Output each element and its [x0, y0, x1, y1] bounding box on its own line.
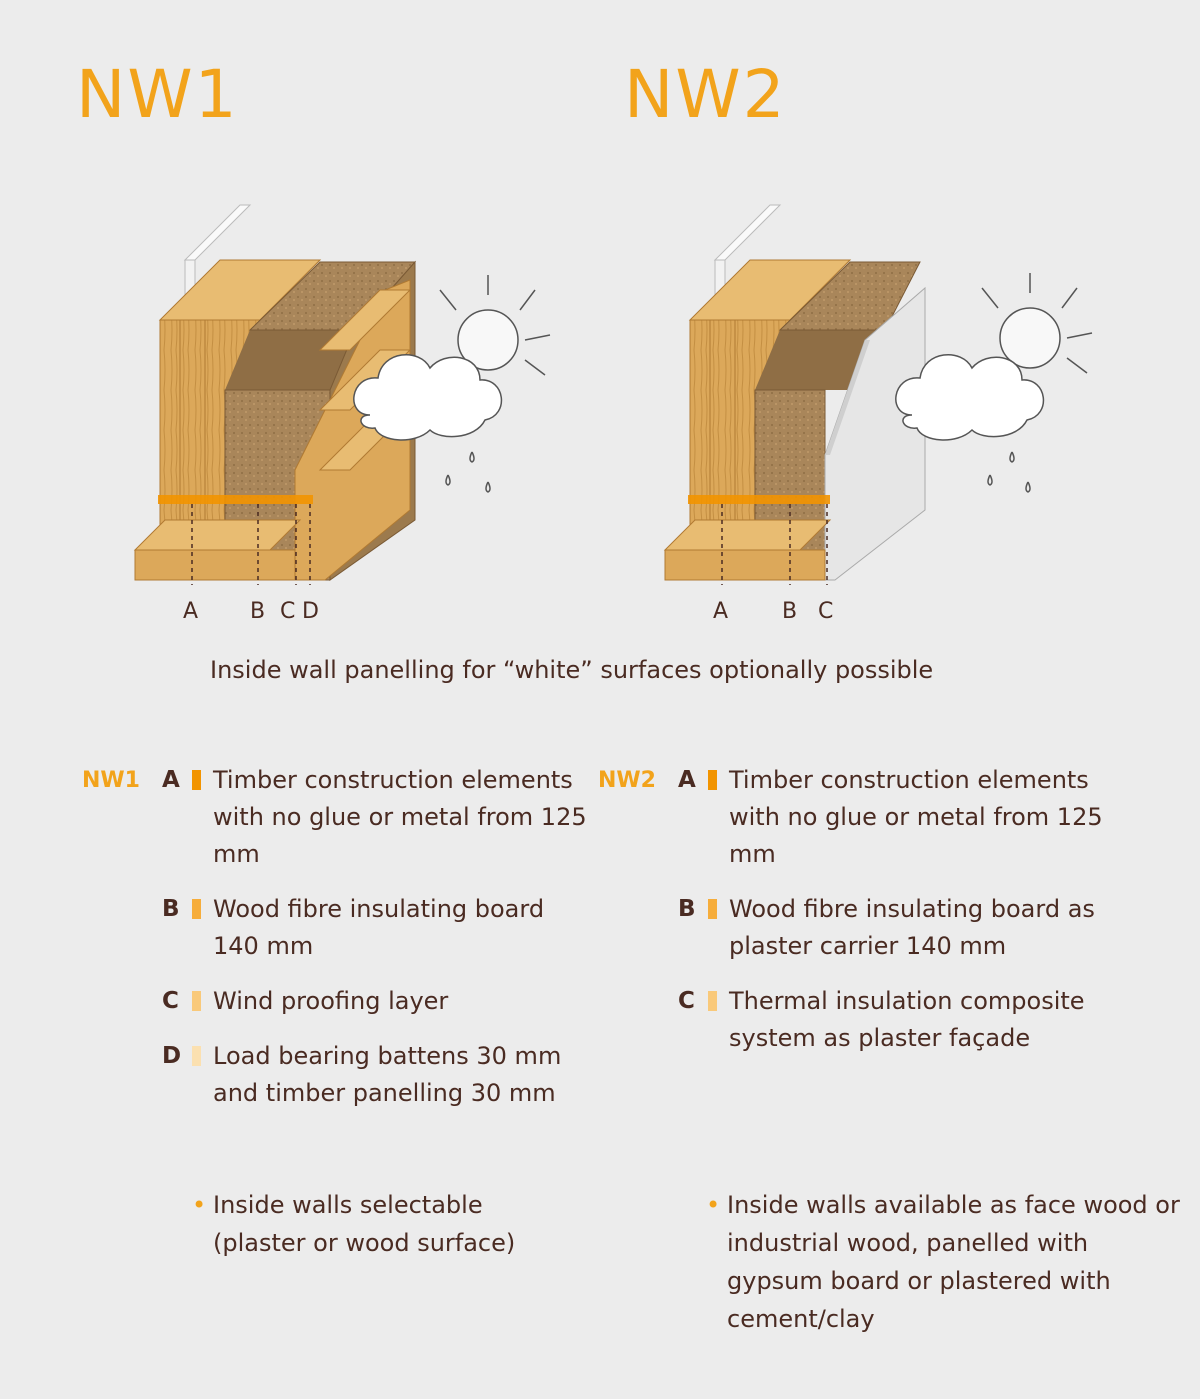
legend-item-a: NW1 A Timber construction elements with … [82, 762, 602, 873]
legend-text: Wood fibre insulating board as plaster c… [729, 895, 1095, 960]
plaster-facade-layer [824, 286, 926, 581]
cloud-icon [895, 354, 1044, 441]
raindrop-icon [445, 451, 491, 493]
legend-letter: C [678, 988, 695, 1014]
marker-label-d: D [302, 599, 319, 624]
sun-icon [439, 275, 551, 376]
legend-letter: C [162, 988, 179, 1014]
marker-label-c: C [818, 599, 833, 624]
cloud-icon [353, 354, 502, 441]
legend-item-a: NW2 A Timber construction elements with … [598, 762, 1118, 873]
legend-item-d: D Load bearing battens 30 mm and timber … [82, 1038, 602, 1112]
legend-color-swatch [708, 770, 717, 790]
legend-item-b: B Wood fibre insulating board as plaster… [598, 891, 1118, 965]
legend-text: Wind proofing layer [213, 987, 449, 1015]
caption: Inside wall panelling for “white” surfac… [210, 656, 934, 684]
nw1-bullet: • Inside walls selectable (plaster or wo… [192, 1186, 552, 1262]
marker-label-a: A [183, 599, 198, 624]
legend-key: NW1 [82, 768, 140, 793]
marker-label-c: C [280, 599, 295, 624]
bullet-text: Inside walls selectable (plaster or wood… [213, 1191, 516, 1257]
legend-color-swatch [708, 991, 717, 1011]
floor-slab [663, 519, 832, 581]
marker-label-b: B [782, 599, 797, 624]
legend-color-swatch [192, 899, 201, 919]
section-marker-band [688, 495, 830, 504]
nw1-title: NW1 [76, 56, 239, 133]
legend-key: NW2 [598, 768, 656, 793]
legend-color-swatch [192, 770, 201, 790]
section-marker-band [158, 495, 313, 504]
marker-label-b: B [250, 599, 265, 624]
legend-item-c: C Thermal insulation composite system as… [598, 983, 1118, 1057]
marker-lines [191, 504, 311, 585]
bullet-icon: • [706, 1191, 721, 1219]
legend-letter: B [678, 896, 696, 922]
legend-color-swatch [192, 991, 201, 1011]
nw2-wall-diagram: A B C [663, 204, 1093, 624]
legend-text: Timber construction elements with no glu… [729, 766, 1103, 868]
legend-letter: B [162, 896, 180, 922]
nw2-legend: NW2 A Timber construction elements with … [598, 762, 1118, 1075]
legend-color-swatch [192, 1046, 201, 1066]
legend-item-c: C Wind proofing layer [82, 983, 602, 1020]
marker-lines [721, 504, 828, 585]
legend-letter: A [678, 767, 696, 793]
nw2-bullet: • Inside walls available as face wood or… [706, 1186, 1186, 1338]
raindrop-icon [987, 451, 1031, 493]
nw1-legend: NW1 A Timber construction elements with … [82, 762, 602, 1130]
legend-text: Load bearing battens 30 mm and timber pa… [213, 1042, 562, 1107]
nw1-wall-diagram: A B C D [133, 204, 551, 624]
nw2-title: NW2 [624, 56, 787, 133]
bullet-text: Inside walls available as face wood or i… [727, 1191, 1180, 1333]
legend-text: Wood fibre insulating board 140 mm [213, 895, 545, 960]
marker-label-a: A [713, 599, 728, 624]
legend-text: Timber construction elements with no glu… [213, 766, 587, 868]
legend-item-b: B Wood fibre insulating board 140 mm [82, 891, 602, 965]
legend-letter: D [162, 1043, 182, 1069]
sun-icon [981, 273, 1093, 374]
bullet-icon: • [192, 1191, 207, 1219]
legend-letter: A [162, 767, 180, 793]
floor-slab [133, 519, 302, 581]
legend-text: Thermal insulation composite system as p… [729, 987, 1085, 1052]
legend-color-swatch [708, 899, 717, 919]
